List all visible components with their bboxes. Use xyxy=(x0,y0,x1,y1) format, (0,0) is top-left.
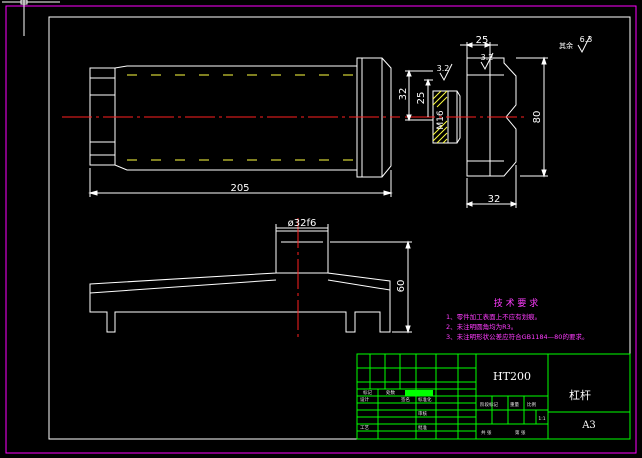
roughness-other-label: 其余 xyxy=(559,41,573,50)
part-name-label: 杠杆 xyxy=(569,388,591,402)
title-block xyxy=(356,353,631,440)
dim-dia-32-label: ø32f6 xyxy=(288,218,317,229)
dim-32-vertical-label: 32 xyxy=(398,88,409,101)
tb-scale-label: 比例 xyxy=(527,401,536,408)
tb-signature: 签名 xyxy=(401,396,410,403)
tb-sheets-total: 共 张 xyxy=(481,429,492,436)
roughness-symbol-a xyxy=(439,63,453,82)
dim-dia-32 xyxy=(275,224,329,231)
roughness-b-label: 3.2 xyxy=(481,53,494,62)
section-hatch xyxy=(432,90,448,144)
dim-32-bottom-label: 32 xyxy=(488,194,501,205)
tb-stage-mark: 阶段标记 xyxy=(480,401,498,408)
tb-weight: 重量 xyxy=(510,401,519,408)
title-block-fill xyxy=(405,390,433,396)
top-view-outline xyxy=(89,230,391,333)
dim-25-vertical-label: 25 xyxy=(416,92,427,105)
tb-design: 设计 xyxy=(360,396,369,403)
tb-process: 工艺 xyxy=(360,425,369,431)
outer-border xyxy=(5,5,637,454)
notes-title: 技 术 要 求 xyxy=(494,297,539,309)
roughness-symbol-b xyxy=(480,52,494,71)
dim-80 xyxy=(516,56,548,178)
dim-25-top xyxy=(460,42,498,58)
tb-count: 处数 xyxy=(386,389,395,396)
tb-sheet-no: 第 张 xyxy=(515,429,526,436)
tb-mark: 标记 xyxy=(363,389,372,396)
thread-m16-label: M16 xyxy=(436,110,446,129)
note-item-1: 1、零件加工表面上不应有划痕。 xyxy=(446,312,541,321)
scale-value: 1:1 xyxy=(538,416,545,422)
material-label: HT200 xyxy=(493,370,531,383)
crosshair-cursor xyxy=(2,0,60,36)
top-view xyxy=(89,230,391,333)
dim-25-top-label: 25 xyxy=(476,35,489,46)
inner-border xyxy=(48,16,631,440)
note-item-3: 3、未注明形状公差应符合GB1184—80的要求。 xyxy=(446,332,588,341)
note-item-2: 2、未注明圆角均为R3。 xyxy=(446,322,517,331)
dim-205-label: 205 xyxy=(230,183,249,194)
dim-32-bottom xyxy=(465,165,518,208)
tb-review: 审核 xyxy=(418,410,427,417)
roughness-a-label: 3.2 xyxy=(437,64,450,73)
dim-32-25-vertical xyxy=(405,69,433,122)
tb-standardize: 标准化 xyxy=(418,396,432,403)
roughness-general-label: 6.3 xyxy=(580,35,593,44)
dim-60-label: 60 xyxy=(396,280,407,293)
tb-check: 批准 xyxy=(418,424,427,431)
front-view-outline xyxy=(89,57,392,178)
sheet-size-label: A3 xyxy=(581,420,596,431)
dim-60 xyxy=(330,240,412,334)
roughness-general xyxy=(577,35,591,54)
dim-80-label: 80 xyxy=(532,111,543,124)
dim-205 xyxy=(88,168,393,197)
